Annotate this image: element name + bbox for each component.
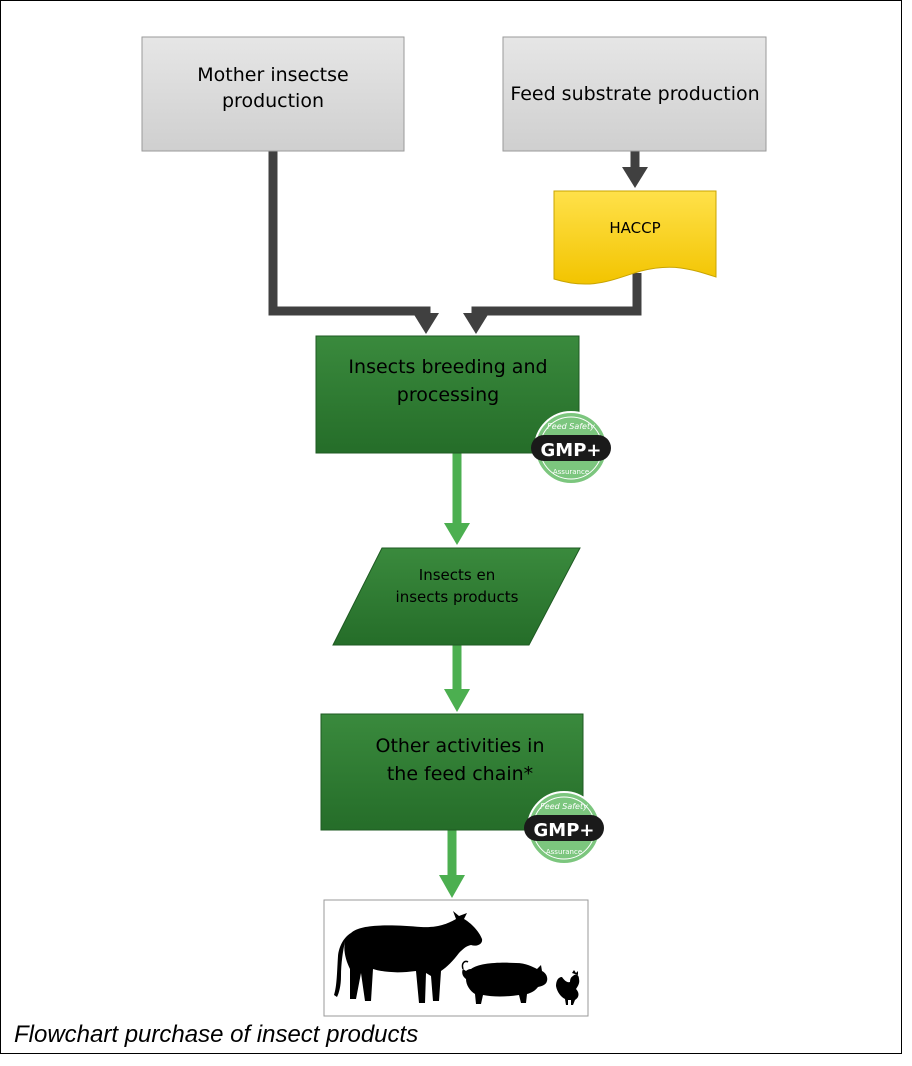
node-label-line: production — [222, 90, 324, 112]
node-label-line: Insects en — [419, 566, 495, 584]
svg-text:GMP+: GMP+ — [534, 820, 595, 841]
node-label-line: Insects breeding and — [348, 356, 547, 378]
node-label-line: Other activities in — [375, 735, 544, 757]
cow-icon — [334, 911, 483, 1003]
node-haccp-document: HACCP — [553, 190, 717, 285]
connector-breeding-to-products — [444, 453, 470, 545]
node-feed-substrate-production: Feed substrate production — [502, 36, 767, 152]
connector-mother-to-breeding — [268, 151, 439, 334]
rooster-icon — [556, 970, 580, 1005]
connector-other-to-animals — [439, 830, 465, 898]
node-label-line: processing — [397, 384, 499, 406]
node-label: Insects breeding and processing — [348, 356, 547, 406]
node-label: Mother insectse production — [197, 64, 348, 112]
node-label-line: Feed substrate production — [510, 83, 759, 105]
node-label: Insects en insects products — [396, 566, 519, 606]
node-livestock — [323, 899, 589, 1017]
node-insects-products: Insects en insects products — [332, 547, 581, 646]
svg-text:Feed Safety: Feed Safety — [540, 802, 588, 811]
svg-text:GMP+: GMP+ — [541, 440, 602, 461]
gmp-plus-badge: Feed Safety GMP+ Assurance — [531, 411, 611, 485]
figure-caption: Flowchart purchase of insect products — [14, 1021, 419, 1048]
pig-icon — [461, 960, 548, 1004]
node-label-line: HACCP — [609, 219, 660, 237]
node-insects-breeding-processing: Insects breeding and processing — [315, 335, 580, 454]
svg-text:Assurance: Assurance — [546, 848, 582, 856]
connector-products-to-other — [444, 645, 470, 712]
svg-text:Assurance: Assurance — [553, 468, 589, 476]
node-label: Other activities in the feed chain* — [375, 735, 544, 785]
gmp-plus-badge: Feed Safety GMP+ Assurance — [524, 791, 604, 865]
node-mother-insects-production: Mother insectse production — [141, 36, 405, 152]
node-label: HACCP — [609, 219, 660, 237]
node-label: Feed substrate production — [510, 83, 759, 105]
diagram-frame: Mother insectse production Feed substrate… — [0, 0, 902, 1054]
svg-text:Feed Safety: Feed Safety — [547, 422, 595, 431]
connector-feed-to-haccp — [622, 151, 648, 188]
node-label-line: the feed chain* — [387, 763, 533, 785]
node-label-line: Mother insectse — [197, 64, 348, 86]
connector-haccp-to-breeding — [463, 273, 642, 334]
node-label-line: insects products — [396, 588, 519, 606]
flowchart: Mother insectse production Feed substrate… — [141, 36, 767, 1017]
